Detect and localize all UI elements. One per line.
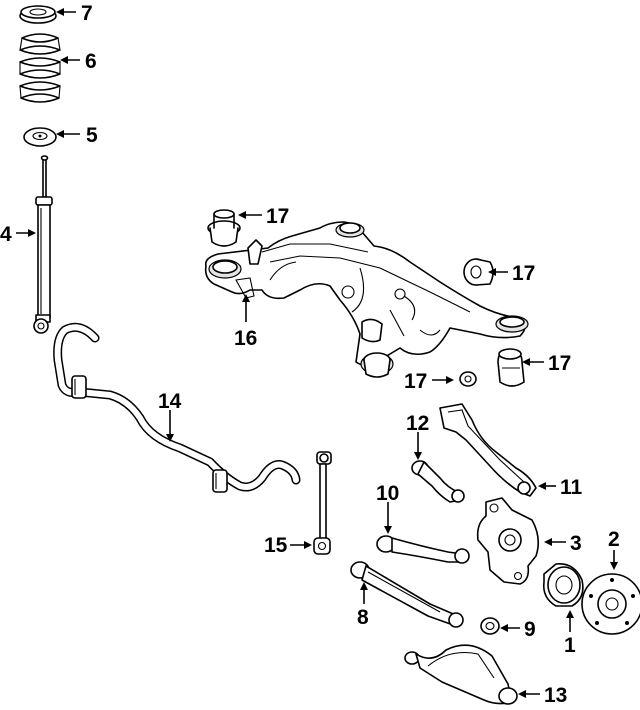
toe-arm	[350, 561, 464, 628]
callout-7: 7	[81, 2, 93, 25]
callout-5: 5	[86, 124, 98, 147]
callout-16: 16	[234, 327, 257, 350]
callout-4: 4	[0, 223, 12, 246]
callout-6: 6	[85, 50, 97, 73]
upper-spring-seat	[19, 5, 57, 24]
bushing-small	[459, 371, 477, 387]
upper-control-arm	[411, 460, 465, 503]
small-bushing	[480, 617, 500, 635]
wheel-hub	[581, 573, 640, 635]
callout-17-right: 17	[512, 262, 535, 285]
callout-9: 9	[524, 618, 536, 641]
leader-lines	[16, 8, 618, 698]
shock-absorber	[33, 155, 53, 334]
callout-10: 10	[376, 482, 399, 505]
callout-17-small: 17	[404, 370, 427, 393]
callout-15: 15	[264, 534, 288, 557]
bushing-right-upper	[463, 258, 494, 286]
lower-control-arm	[404, 644, 518, 705]
callout-8: 8	[357, 606, 369, 629]
lower-spring-seat	[23, 127, 57, 147]
callout-17-upper: 17	[266, 205, 289, 228]
camber-arm	[376, 535, 470, 564]
callout-14: 14	[158, 390, 182, 413]
rear-subframe	[204, 221, 529, 367]
bushing-center	[360, 352, 394, 378]
bushing-right-lower	[497, 348, 525, 387]
steering-knuckle	[476, 497, 540, 585]
callout-17-lower-right: 17	[548, 352, 571, 375]
callout-11: 11	[560, 476, 583, 499]
callout-12: 12	[406, 412, 429, 435]
callout-3: 3	[570, 532, 582, 555]
wheel-bearing	[542, 563, 584, 607]
coil-spring	[19, 33, 61, 103]
stabilizer-link	[313, 451, 332, 555]
bushing-upper-left	[207, 209, 241, 247]
callout-2: 2	[608, 528, 620, 551]
stabilizer-bar	[53, 322, 301, 493]
trailing-arm	[439, 403, 537, 497]
callout-1: 1	[564, 634, 576, 657]
callout-13: 13	[544, 684, 567, 707]
